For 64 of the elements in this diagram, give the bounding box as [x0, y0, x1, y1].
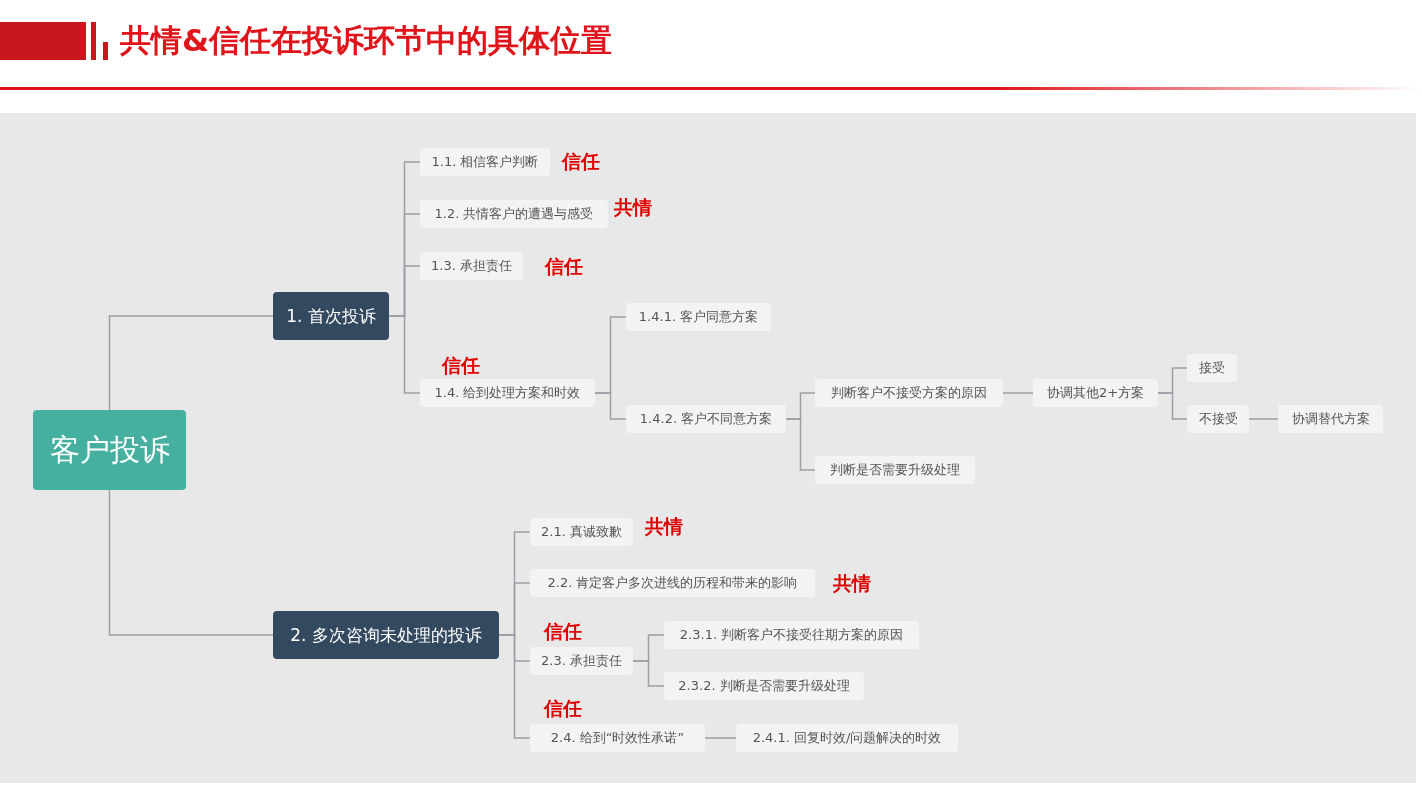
subtopic-box [1278, 405, 1383, 433]
subtopic-box [530, 518, 633, 546]
topic-label: 2.2. 肯定客户多次进线的历程和带来的影响 [547, 574, 798, 592]
annotation-text: 共情 [645, 515, 683, 537]
topic-label: 1.4.1. 客户同意方案 [638, 308, 759, 326]
subtopic-box [1187, 405, 1249, 433]
connector-line [785, 418, 816, 471]
annotation-text: 共情 [833, 572, 871, 594]
topic-label: 1.4. 给到处理方案和时效 [434, 384, 581, 402]
connector-line [594, 392, 627, 420]
connector-line [632, 660, 665, 687]
subtopic-box [815, 456, 975, 484]
subtopic-box [664, 672, 864, 700]
topic-label: 2.1. 真诚致歉 [541, 523, 622, 541]
topic-label: 不接受 [1198, 410, 1238, 428]
connector-line [498, 634, 531, 739]
topic-label: 客户投诉 [49, 430, 170, 469]
topic-label: 2.3.1. 判断客户不接受往期方案的原因 [679, 626, 904, 644]
connector-line [1157, 392, 1188, 420]
connector-line [1248, 418, 1279, 420]
topic-label: 判断是否需要升级处理 [830, 461, 960, 479]
connector-line [108, 315, 274, 411]
subtopic-box [420, 252, 523, 280]
subtopic-box [626, 405, 786, 433]
connector-line [388, 315, 421, 394]
connector-line [108, 489, 274, 636]
connector-line [1002, 392, 1034, 394]
subtopic-box [420, 148, 550, 176]
topic-label: 协调其他2+方案 [1046, 384, 1145, 402]
topic-label: 2. 多次咨询未处理的投诉 [290, 623, 482, 647]
topic-label: 1.1. 相信客户判断 [431, 153, 539, 171]
subtopic-box [664, 621, 919, 649]
main-topic-box [273, 611, 499, 659]
subtopic-box [626, 303, 771, 331]
subtopic-box [530, 724, 705, 752]
annotation-text: 信任 [562, 150, 600, 172]
topic-label: 2.3. 承担责任 [541, 652, 622, 670]
subtopic-box [1033, 379, 1158, 407]
subtopic-box [420, 379, 595, 407]
annotation-text: 信任 [442, 354, 480, 376]
topic-label: 1.2. 共情客户的遭遇与感受 [434, 205, 594, 223]
annotation-text: 共情 [614, 196, 652, 218]
root-topic-box [33, 410, 186, 490]
subtopic-box [530, 569, 815, 597]
connector-line [704, 737, 737, 739]
topic-label: 接受 [1199, 359, 1225, 377]
topic-label: 2.3.2. 判断是否需要升级处理 [678, 677, 850, 695]
topic-label: 2.4.1. 回复时效/问题解决的时效 [752, 729, 942, 747]
subtopic-box [736, 724, 958, 752]
topic-label: 2.4. 给到“时效性承诺” [550, 729, 685, 747]
annotation-text: 信任 [545, 255, 583, 277]
topic-label: 1. 首次投诉 [286, 304, 376, 328]
annotation-text: 信任 [544, 620, 582, 642]
topic-label: 判断客户不接受方案的原因 [831, 384, 987, 402]
main-topic-box [273, 292, 389, 340]
topic-label: 1.3. 承担责任 [431, 257, 512, 275]
annotation-text: 信任 [544, 697, 582, 719]
topic-label: 协调替代方案 [1291, 410, 1370, 428]
subtopic-box [420, 200, 608, 228]
slide-title: 共情&信任在投诉环节中的具体位置 [120, 21, 613, 60]
subtopic-box [530, 647, 633, 675]
subtopic-box [815, 379, 1003, 407]
topic-label: 1.4.2. 客户不同意方案 [639, 410, 773, 428]
subtopic-box [1187, 354, 1237, 382]
